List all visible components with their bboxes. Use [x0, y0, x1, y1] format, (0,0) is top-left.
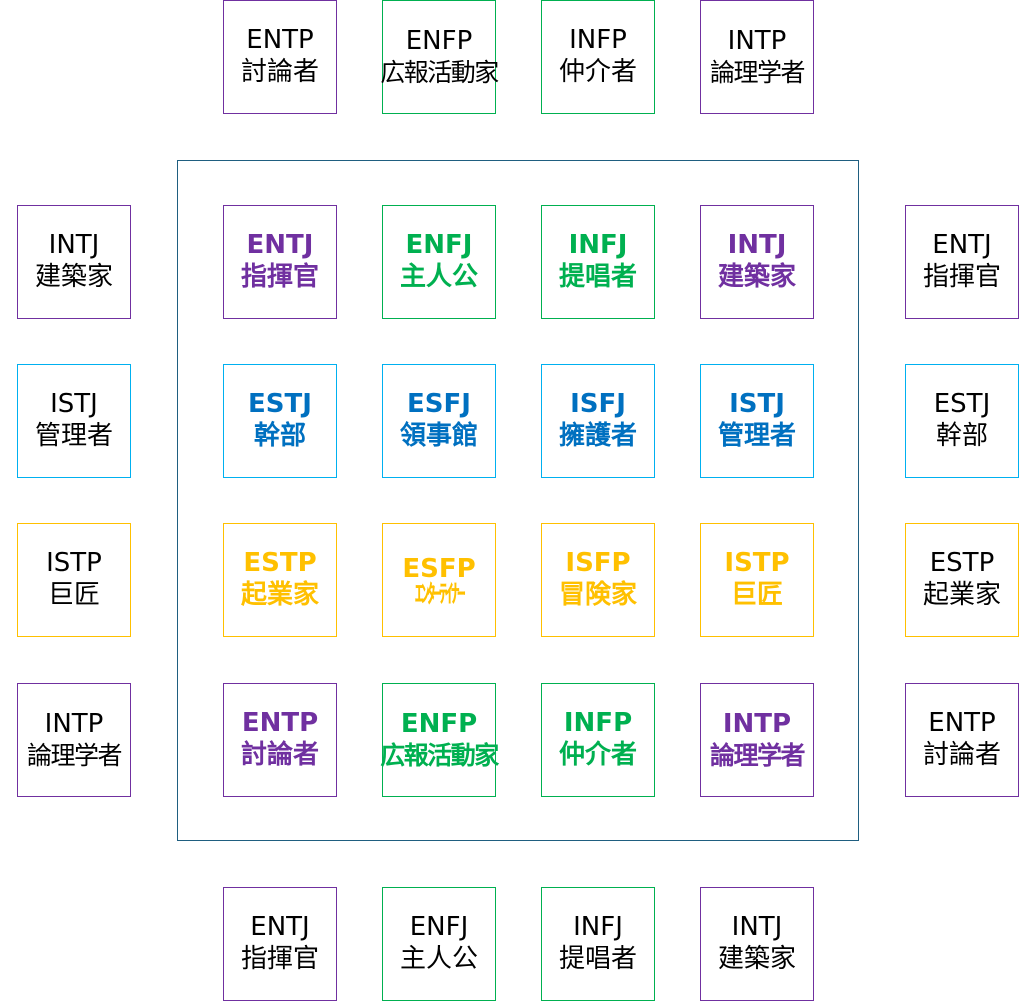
- type-name: 建築家: [717, 262, 796, 292]
- type-name: 幹部: [935, 421, 988, 451]
- type-name: 起業家: [922, 580, 1001, 610]
- type-code: INFP: [569, 25, 627, 56]
- type-code: INTJ: [727, 230, 787, 261]
- type-code: ENFP: [405, 25, 473, 56]
- type-name: 討論者: [240, 740, 319, 770]
- type-name: 建築家: [34, 262, 113, 292]
- type-name: 指揮官: [240, 944, 319, 974]
- type-code: ENTP: [928, 708, 996, 739]
- type-code: ENTP: [241, 708, 319, 739]
- type-name: 擁護者: [558, 421, 637, 451]
- type-code: ENTJ: [932, 230, 992, 261]
- type-name: 建築家: [717, 944, 796, 974]
- type-code: ENFJ: [405, 230, 473, 261]
- type-code: ESFJ: [407, 389, 471, 420]
- type-code: ENTJ: [250, 912, 310, 943]
- type-code: ENFP: [400, 708, 478, 739]
- type-code: ISTJ: [50, 389, 98, 420]
- type-code: ESTJ: [933, 389, 991, 420]
- type-name: 幹部: [253, 421, 306, 451]
- type-code: ENFJ: [409, 912, 469, 943]
- type-code: ISTP: [724, 548, 790, 579]
- type-name: 論理学者: [709, 740, 806, 770]
- type-code: INTP: [727, 25, 787, 56]
- type-name: 管理者: [717, 421, 796, 451]
- type-code: INFJ: [568, 230, 628, 261]
- type-name: 主人公: [399, 944, 478, 974]
- type-code: ESFP: [402, 553, 476, 584]
- type-name: 仲介者: [558, 57, 637, 87]
- type-code: INTJ: [731, 912, 783, 943]
- central-grid-frame: [177, 160, 859, 841]
- type-code: INTJ: [48, 230, 100, 261]
- type-code: INFP: [563, 708, 633, 739]
- type-code: ISTJ: [729, 389, 785, 420]
- type-code: ISTP: [46, 548, 102, 579]
- type-name: 指揮官: [922, 262, 1001, 292]
- type-name: 提唱者: [558, 944, 637, 974]
- type-code: ESTP: [929, 548, 995, 579]
- type-code: ENTP: [246, 25, 314, 56]
- type-name: 広報活動家: [380, 57, 499, 87]
- type-code: ENTJ: [246, 230, 314, 261]
- type-name: 討論者: [240, 57, 319, 87]
- type-name: 起業家: [240, 580, 319, 610]
- type-code: ISFJ: [570, 389, 626, 420]
- type-name: 管理者: [34, 421, 113, 451]
- type-name: 論理学者: [26, 740, 123, 770]
- type-code: ESTP: [243, 548, 317, 579]
- type-name: 提唱者: [558, 262, 637, 292]
- type-name: 広報活動家: [380, 740, 499, 770]
- type-name: ｴﾝﾀｰﾃｲﾅｰ: [415, 580, 466, 610]
- type-name: 領事館: [399, 421, 478, 451]
- type-name: 論理学者: [709, 57, 806, 87]
- type-name: 巨匠: [730, 580, 783, 610]
- type-name: 仲介者: [558, 740, 637, 770]
- type-name: 討論者: [922, 740, 1001, 770]
- type-code: ISFP: [565, 548, 631, 579]
- type-code: INFJ: [573, 912, 623, 943]
- type-code: ESTJ: [248, 389, 312, 420]
- type-name: 主人公: [399, 262, 478, 292]
- type-name: 指揮官: [240, 262, 319, 292]
- type-name: 巨匠: [47, 580, 100, 610]
- type-code: INTP: [44, 708, 104, 739]
- type-code: INTP: [722, 708, 792, 739]
- type-name: 冒険家: [558, 580, 637, 610]
